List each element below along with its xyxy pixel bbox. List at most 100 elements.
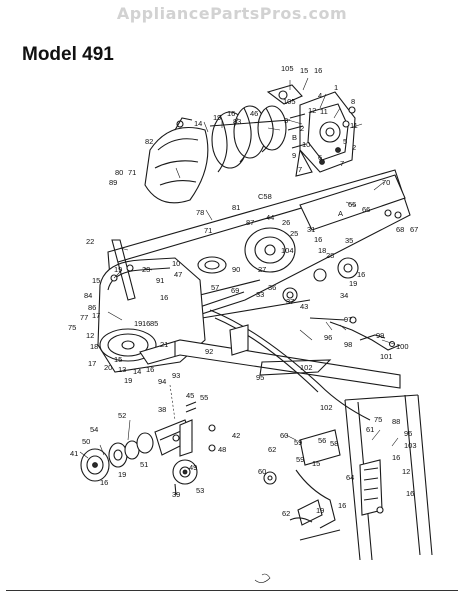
callout-label: 19 [349, 279, 357, 288]
callout-label: 96 [324, 333, 332, 342]
callout-label: 68 [396, 225, 404, 234]
callout-label: 20 [104, 363, 112, 372]
callout-label: 26 [282, 218, 290, 227]
watermark: AppliancePartsPros.com [116, 4, 348, 23]
pulley-stack [80, 384, 216, 482]
frame-beam [139, 309, 401, 421]
callout-label: 11 [350, 121, 358, 130]
callout-label: 59 [294, 438, 302, 447]
callout-label: 12 [86, 331, 94, 340]
callout-label: 84 [84, 291, 92, 300]
callout-label: 105 [283, 97, 296, 106]
callout-label: 44 [266, 213, 274, 222]
callout-label: 28 [326, 251, 334, 260]
callout-label: 18 [318, 246, 326, 255]
callout-label: 45 [186, 391, 194, 400]
callout-label: 34 [340, 291, 348, 300]
callout-label: 15 [300, 66, 308, 75]
callout-label: 19 [134, 319, 142, 328]
callout-label: 96 [404, 429, 412, 438]
callout-label: 5 [343, 137, 347, 146]
callout-label: 100 [396, 342, 409, 351]
callout-label: 67 [410, 225, 418, 234]
callout-label: 12 [402, 467, 410, 476]
callout-label: 8 [351, 97, 355, 106]
small-pulley [172, 444, 216, 496]
callout-label: 27 [258, 265, 266, 274]
callout-label: 94 [158, 377, 166, 386]
callout-label: 16 [314, 66, 322, 75]
callout-label: 71 [128, 168, 136, 177]
callout-label: 90 [232, 265, 240, 274]
auger-assembly [144, 105, 291, 204]
callout-label: 42 [232, 431, 240, 440]
callout-label: 88 [392, 417, 400, 426]
callout-label: 82 [145, 137, 153, 146]
callout-label: 55 [200, 393, 208, 402]
callout-label: 15 [312, 459, 320, 468]
callout-label: 54 [90, 425, 98, 434]
callout-label: 36 [268, 283, 276, 292]
callout-label: 60 [280, 431, 288, 440]
callout-label: 57 [211, 283, 219, 292]
callout-label: 19 [316, 506, 324, 515]
callout-label: 10 [302, 140, 310, 149]
impeller-area [179, 227, 359, 321]
callout-label: 105 [281, 64, 294, 73]
callout-label: 80 [115, 168, 123, 177]
callout-label: 47 [174, 270, 182, 279]
callout-label: 23 [142, 265, 150, 274]
callout-label: 85 [150, 319, 158, 328]
callout-label: 16 [392, 453, 400, 462]
callout-label: 16 [338, 501, 346, 510]
callout-label: 62 [268, 445, 276, 454]
callout-label: 102 [300, 363, 313, 372]
callout-label: 9 [292, 151, 296, 160]
callouts: 105 15 16 1 105 4 12 8 11 3 2 B 10 11 5 … [68, 64, 418, 518]
callout-label: 22 [86, 237, 94, 246]
signature-mark [254, 573, 271, 583]
callout-label: 99 [376, 331, 384, 340]
callout-label: 11 [320, 107, 328, 116]
callout-label: 70 [382, 178, 390, 187]
callout-label: 48 [218, 445, 226, 454]
callout-label: 7 [298, 165, 302, 174]
callout-label: 92 [205, 347, 213, 356]
callout-label: 78 [196, 208, 204, 217]
callout-label: 10 [172, 259, 180, 268]
callout-label: 19 [118, 470, 126, 479]
callout-label: 19 [114, 265, 122, 274]
callout-label: 60 [258, 467, 266, 476]
callout-label: B [292, 133, 297, 142]
callout-label: 51 [140, 460, 148, 469]
callout-label: 7 [340, 159, 344, 168]
callout-label: 15 [92, 276, 100, 285]
callout-label: 16 [160, 293, 168, 302]
callout-label: 58 [330, 439, 338, 448]
callout-label: A [338, 209, 343, 218]
callout-label: 98 [344, 340, 352, 349]
callout-label: 16 [227, 109, 235, 118]
callout-label: 64 [346, 473, 354, 482]
callout-label: 16 [406, 489, 414, 498]
callout-label: 91 [156, 276, 164, 285]
callout-label: 35 [345, 236, 353, 245]
callout-label: 19 [124, 376, 132, 385]
callout-label: 59 [296, 455, 304, 464]
callout-label: 14 [133, 367, 141, 376]
callout-label: 93 [172, 371, 180, 380]
callout-label: 61 [366, 425, 374, 434]
callout-label: 13 [118, 365, 126, 374]
callout-label: 1 [334, 83, 338, 92]
callout-label: 65 [348, 200, 356, 209]
callout-label: 50 [82, 437, 90, 446]
callout-label: 49 [189, 463, 197, 472]
callout-label: 6 [318, 153, 322, 162]
gearbox-assembly [266, 84, 356, 177]
callout-label: 89 [109, 178, 117, 187]
callout-label: 75 [68, 323, 76, 332]
callout-label: 56 [318, 436, 326, 445]
callout-label: 83 [233, 117, 241, 126]
callout-label: 16 [357, 270, 365, 279]
